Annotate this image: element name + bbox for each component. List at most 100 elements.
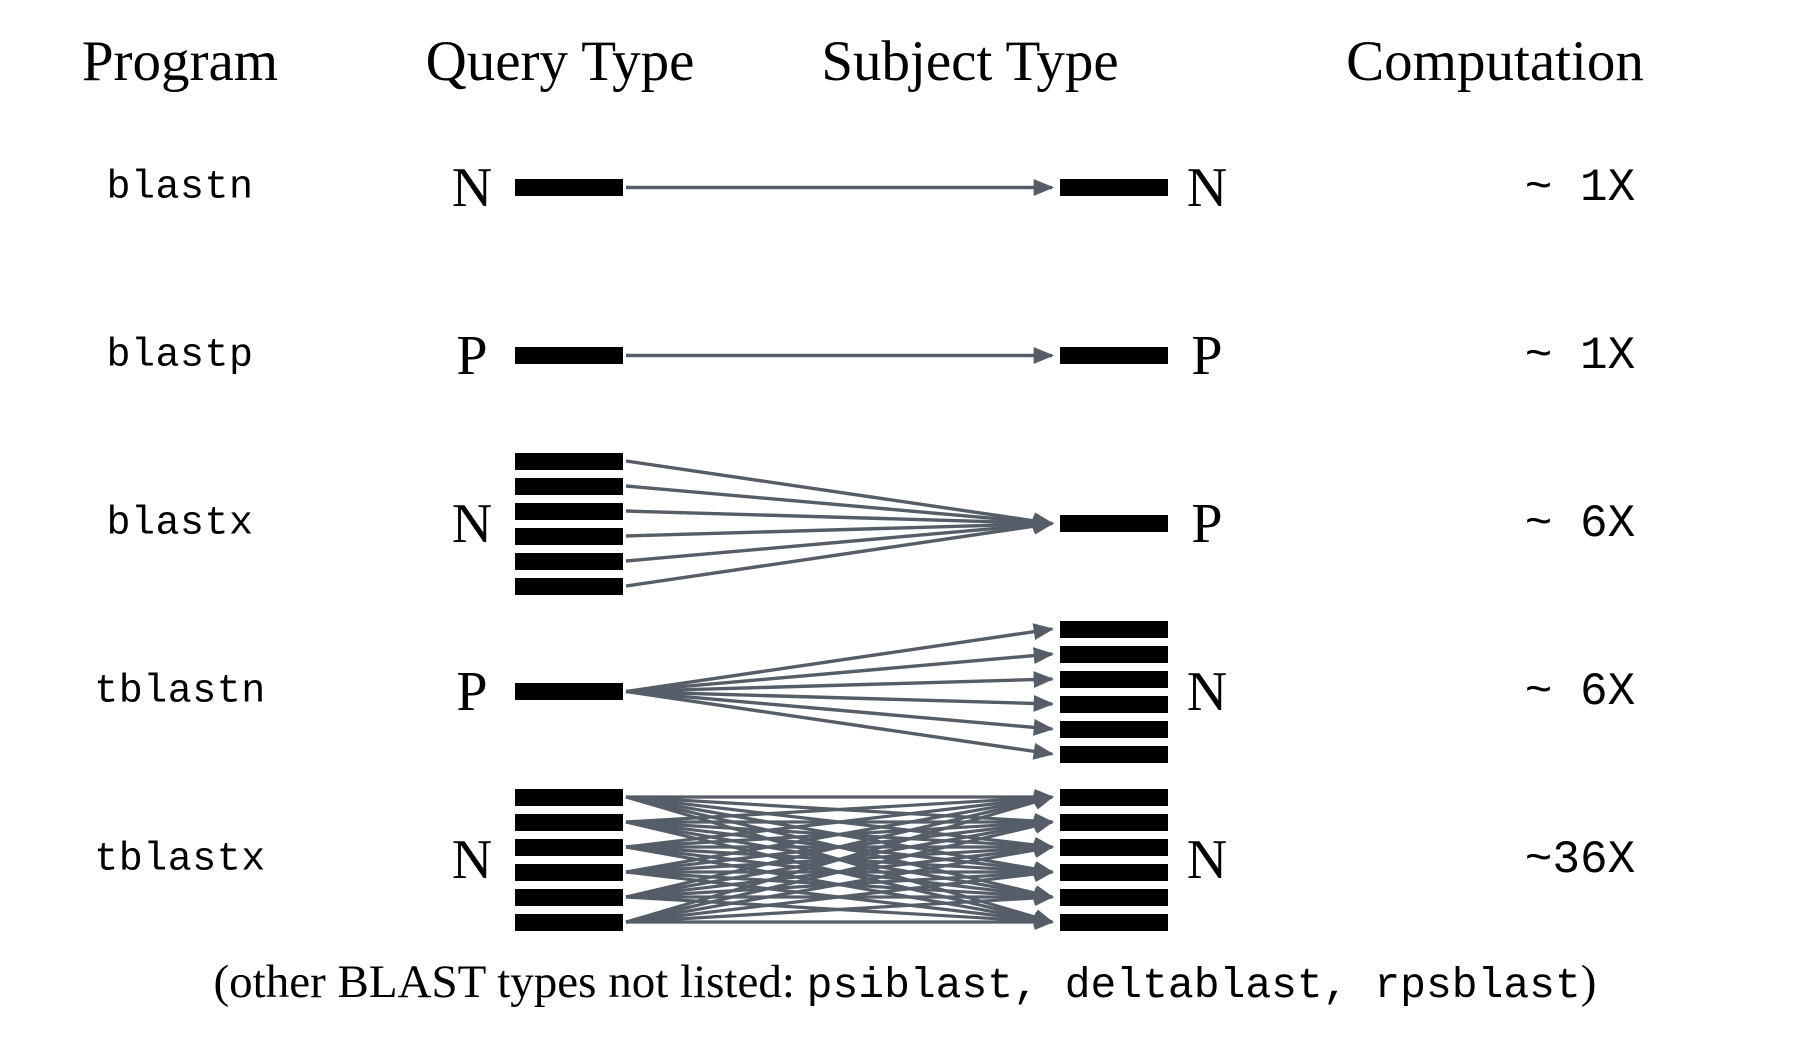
program-name: blastx (106, 501, 254, 546)
diagram-row: tblastn P N ~ 6X (0, 621, 1810, 763)
alignment-arrow (625, 793, 1054, 899)
subject-frame-stack (1060, 347, 1168, 364)
alignment-arrow (625, 818, 1054, 924)
query-type-letter: N (451, 828, 493, 891)
sequence-bar (1060, 789, 1168, 806)
sequence-bar (515, 789, 623, 806)
alignment-arrow (625, 515, 1055, 538)
sequence-bar (515, 503, 623, 520)
sequence-bar (515, 578, 623, 595)
alignment-arrow (625, 623, 1055, 694)
sequence-bar (515, 839, 623, 856)
sequence-bar (515, 453, 623, 470)
translation-arrows (620, 623, 1060, 760)
alignment-arrow (625, 842, 1054, 924)
footer-note: (other BLAST types not listed: psiblast,… (0, 955, 1810, 1010)
query-type-letter: N (451, 492, 493, 555)
sequence-bar (1060, 914, 1168, 931)
alignment-arrow (625, 516, 1055, 563)
sequence-bar (1060, 696, 1168, 713)
subject-frame-stack (1060, 789, 1168, 931)
column-header-subject-type: Subject Type (821, 30, 1119, 93)
query-frame-stack (515, 789, 623, 931)
sequence-bar (1060, 621, 1168, 638)
alignment-arrow (625, 484, 1055, 531)
alignment-arrow (625, 890, 1054, 924)
alignment-arrow (625, 689, 1055, 712)
program-name: tblastn (94, 669, 266, 714)
computation-cost: ~ 1X (1524, 161, 1636, 214)
sequence-bar (515, 179, 623, 196)
alignment-arrow (625, 791, 1054, 849)
sequence-bar (515, 683, 623, 700)
sequence-bar (515, 864, 623, 881)
diagram-row: tblastx N N ~36X (0, 789, 1810, 931)
sequence-bar (515, 528, 623, 545)
translation-arrows (620, 288, 1060, 423)
sequence-bar (1060, 671, 1168, 688)
program-name: blastp (106, 333, 254, 378)
query-type-letter: P (456, 324, 488, 387)
sequence-bar (515, 889, 623, 906)
diagram-row: blastp P P ~ 1X (0, 288, 1810, 423)
sequence-bar (1060, 179, 1168, 196)
subject-type-letter: P (1191, 492, 1223, 555)
sequence-bar (515, 478, 623, 495)
footer-suffix: ) (1580, 956, 1597, 1008)
sequence-bar (1060, 864, 1168, 881)
translation-arrows (620, 120, 1060, 255)
sequence-bar (1060, 814, 1168, 831)
subject-type-letter: N (1186, 660, 1228, 723)
subject-type-letter: N (1186, 828, 1228, 891)
column-header-row: Program Query Type Subject Type Computat… (0, 22, 1810, 112)
alignment-arrow (625, 689, 1055, 760)
query-type-letter: P (456, 660, 488, 723)
sequence-bar (1060, 347, 1168, 364)
column-header-program: Program (81, 30, 279, 93)
computation-cost: ~ 6X (1524, 497, 1636, 550)
translation-arrows (620, 456, 1060, 591)
alignment-arrow (625, 647, 1055, 694)
computation-cost: ~36X (1524, 833, 1636, 886)
footer-program-list: psiblast, deltablast, rpsblast (806, 961, 1581, 1010)
subject-type-letter: N (1186, 156, 1228, 219)
alignment-arrow (625, 792, 1054, 874)
sequence-bar (515, 347, 623, 364)
diagram-row: blastn N N ~ 1X (0, 120, 1810, 255)
alignment-arrow (625, 790, 1054, 824)
subject-frame-stack (1060, 515, 1168, 532)
diagram-row: blastx N P ~ 6X (0, 453, 1810, 595)
translation-arrows (620, 789, 1060, 930)
program-name: blastn (106, 165, 254, 210)
query-frame-stack (515, 179, 623, 196)
column-header-computation: Computation (1346, 30, 1644, 93)
sequence-bar (515, 814, 623, 831)
sequence-bar (515, 553, 623, 570)
sequence-bar (1060, 889, 1168, 906)
sequence-bar (515, 914, 623, 931)
subject-frame-stack (1060, 621, 1168, 763)
alignment-arrow (625, 866, 1054, 924)
subject-frame-stack (1060, 179, 1168, 196)
query-frame-stack (515, 683, 623, 700)
sequence-bar (1060, 721, 1168, 738)
computation-cost: ~ 1X (1524, 329, 1636, 382)
sequence-bar (1060, 515, 1168, 532)
program-name: tblastx (94, 837, 266, 882)
alignment-arrow (625, 459, 1055, 530)
subject-type-letter: P (1191, 324, 1223, 387)
footer-prefix: (other BLAST types not listed: (213, 956, 807, 1008)
query-frame-stack (515, 453, 623, 595)
alignment-arrow (625, 509, 1055, 532)
sequence-bar (1060, 839, 1168, 856)
sequence-bar (1060, 746, 1168, 763)
query-type-letter: N (451, 156, 493, 219)
computation-cost: ~ 6X (1524, 665, 1636, 718)
sequence-bar (1060, 646, 1168, 663)
query-frame-stack (515, 347, 623, 364)
alignment-arrow (625, 794, 1054, 924)
alignment-arrow (625, 689, 1055, 736)
alignment-arrow (625, 671, 1055, 694)
alignment-arrow (625, 517, 1055, 588)
